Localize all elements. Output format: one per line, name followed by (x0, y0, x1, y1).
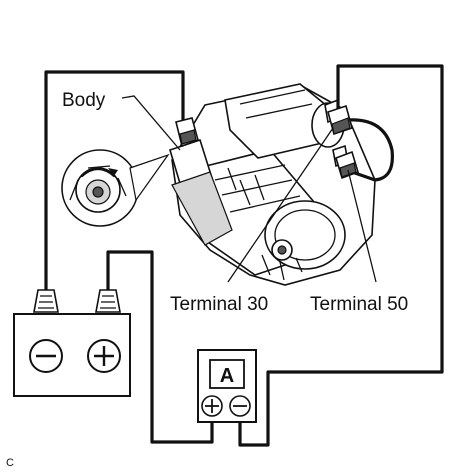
ammeter-label: A (220, 365, 234, 387)
positive-lead-wire (106, 250, 214, 444)
body-ground-clip (175, 117, 199, 148)
starter-motor (169, 83, 376, 286)
terminal50-leader-line (347, 169, 377, 283)
jumper-wire (346, 118, 394, 182)
battery-negative-terminal-icon (29, 339, 63, 373)
battery (13, 313, 131, 397)
ammeter-positive-icon (201, 395, 223, 417)
ammeter: A (197, 349, 257, 423)
terminal30-leader-line (227, 127, 334, 283)
ammeter-to-terminal30-wire (238, 64, 444, 447)
body-leader-line (121, 95, 181, 151)
battery-positive-clamp (95, 289, 121, 313)
battery-negative-clamp (33, 289, 59, 313)
terminal30-clip (327, 104, 353, 136)
corner-code: C (6, 457, 14, 469)
pinion-detail-callout (61, 149, 170, 227)
terminal-30-label: Terminal 30 (170, 294, 268, 315)
negative-lead-wire (44, 70, 185, 298)
terminal-50-label: Terminal 50 (310, 294, 408, 315)
body-label: Body (62, 90, 106, 111)
battery-positive-terminal-icon (87, 339, 121, 373)
ammeter-negative-icon (229, 395, 251, 417)
